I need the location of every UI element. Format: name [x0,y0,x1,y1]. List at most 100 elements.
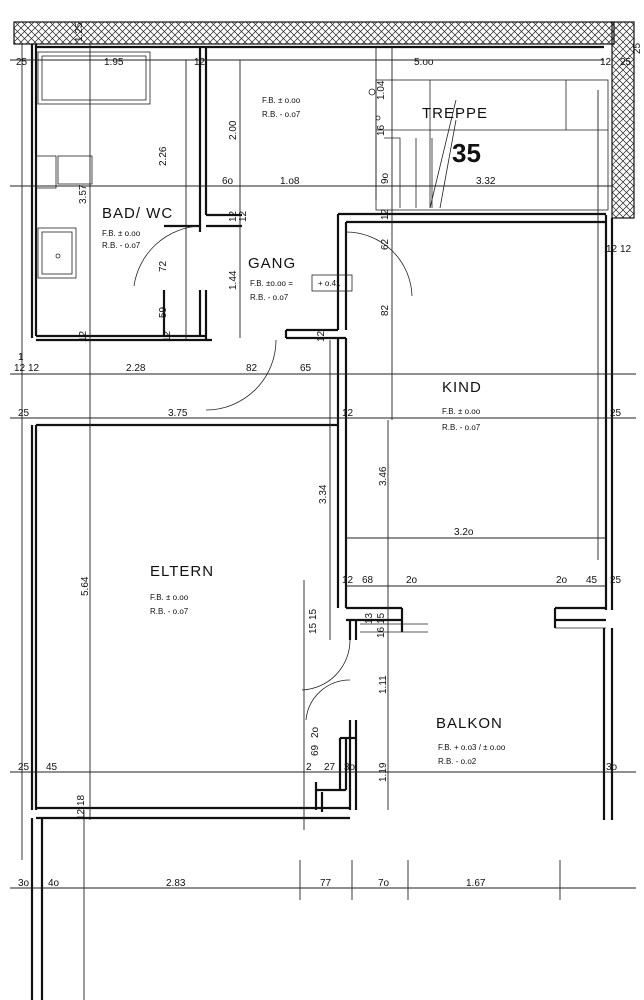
dim-label: 2 [306,762,312,773]
dim-label: 1.04 [376,80,387,100]
dim-label: 25 [18,762,30,773]
dim-label: 12 [76,808,87,820]
dim-label: 12 [28,363,40,374]
dim-label: 15 [308,622,319,634]
dim-label: 3.32 [476,176,496,187]
stairs [375,79,609,211]
dim-label: 1.o8 [280,176,300,187]
dim-label: 5.oo [414,57,434,68]
room-name-treppe: TREPPE [422,105,488,122]
dim-label: 12 [316,330,327,342]
dim-label: 45 [46,762,58,773]
room-fb-eltern: F.B. ± o.oo [150,593,189,602]
dim-label: 12 [14,363,26,374]
dim-label: 1 [18,352,24,363]
room-rb-kind: R.B. - o.o7 [442,423,481,432]
room-fb-balkon: F.B. + o.o3 / ± o.oo [438,743,506,752]
dim-label: 5.64 [80,576,91,596]
dim-label: 25 [18,408,30,419]
dim-label: 6o [222,176,234,187]
dim-label: 12 [194,57,206,68]
dim-label: 18 [76,794,87,806]
dim-label: 12 [620,244,632,255]
room-eltern: ELTERN F.B. ± o.oo R.B. - o.o7 [150,563,214,616]
dim-label: 2.00 [228,120,239,140]
room-gang: GANG F.B. ±o.oo = + o.41 R.B. - o.o7 [248,255,353,302]
dim-label: 82 [246,363,258,374]
dim-label: 13 [364,612,375,624]
dim-label: 27 [324,762,336,773]
dim-label: 3.46 [378,466,389,486]
dim-label: 3o [344,762,356,773]
doors [133,225,413,721]
dim-label: 25 [620,57,632,68]
dim-label: 62 [380,238,391,250]
dim-label: 3o [606,762,618,773]
dim-label: 12 [600,57,612,68]
room-bad: BAD/ WC F.B. ± o.oo R.B. - o.o7 [102,205,173,250]
dimension-labels: 25 1.95 12 5.oo 12 25 1.25 25 1.04 16 2.… [14,22,643,889]
room-number-treppe: 35 [452,138,481,168]
dim-label: 2.83 [166,878,186,889]
dim-label: 7o [378,878,390,889]
room-fb-bad: F.B. ± o.oo [102,229,141,238]
room-name-gang: GANG [248,255,296,272]
dim-label: 3.57 [78,184,89,204]
hatched-walls [13,21,635,219]
dim-label: 69 [310,744,321,756]
room-name-kind: KIND [442,379,482,396]
dim-label: 25 [16,57,28,68]
room-name-eltern: ELTERN [150,563,214,580]
dim-label: 16 [376,626,387,638]
room-name-balkon: BALKON [436,715,503,732]
dim-label: 77 [320,878,332,889]
dim-label: 25 [610,575,622,586]
dimension-lines [10,44,636,1000]
dim-label: 16 [376,124,387,136]
dim-label: 65 [300,363,312,374]
dim-label: 15 [308,608,319,620]
dim-label: 72 [158,260,169,272]
dim-label: 12 [342,575,354,586]
room-fb-kind: F.B. ± o.oo [442,407,481,416]
dim-label: 3.2o [454,527,474,538]
dim-label: 59 [158,306,169,318]
room-rb-treppe: R.B. - o.o7 [262,110,301,119]
dim-label: 2o [556,575,568,586]
dim-label: 25 [610,408,622,419]
dim-label: 1.44 [228,270,239,290]
dim-label: 68 [362,575,374,586]
dim-label: 1.95 [104,57,124,68]
dim-label: 1.25 [74,22,85,42]
dim-label: 2o [310,726,321,738]
room-fb-treppe: F.B. ± o.oo [262,96,301,105]
dim-label: 12 [606,244,618,255]
dim-label: 12 [380,208,391,220]
dim-label: 1.19 [378,762,389,782]
dim-label: 12 [78,330,89,342]
room-fb-gang: F.B. ±o.oo = [250,279,293,288]
dim-label: 1.67 [466,878,486,889]
dim-label: 15 [376,612,387,624]
room-level-gang: + o.41 [318,279,341,288]
room-rb-bad: R.B. - o.o7 [102,241,141,250]
walls [30,44,614,1000]
dim-label: 1.11 [378,675,389,694]
room-rb-eltern: R.B. - o.o7 [150,607,189,616]
dim-label: 3.75 [168,408,188,419]
dim-label: 2.28 [126,363,146,374]
room-treppe: TREPPE 35 F.B. ± o.oo R.B. - o.o7 [262,96,488,168]
room-name-bad: BAD/ WC [102,205,173,222]
dim-label: 9o [380,172,391,184]
dim-label: 25 [632,42,643,54]
dim-label: 12 [238,210,249,222]
dim-label: 12 [228,210,239,222]
dim-label: 12 [342,408,354,419]
dim-label: 12 [162,330,173,342]
dim-label: 2o [406,575,418,586]
dim-label: 3.34 [318,484,329,504]
room-balkon: BALKON F.B. + o.o3 / ± o.oo R.B. - o.o2 [436,715,506,766]
bath-fixtures [35,51,151,279]
dim-label: 45 [586,575,598,586]
